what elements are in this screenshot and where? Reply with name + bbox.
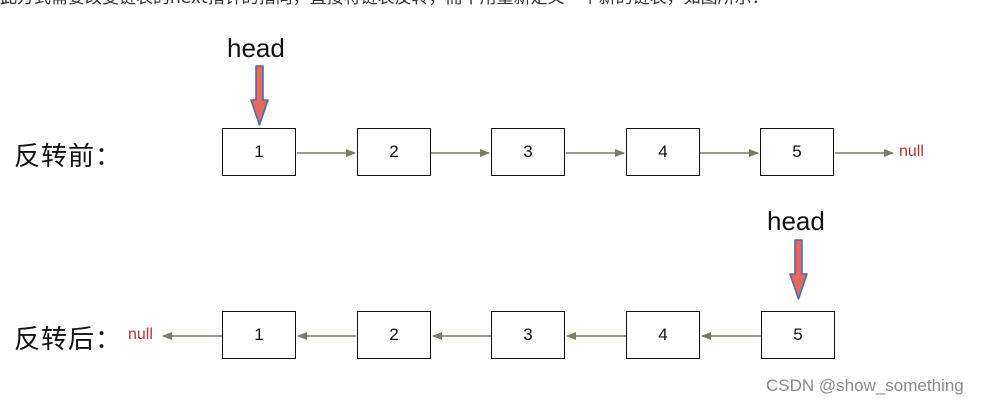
before-node-3: 3 xyxy=(491,128,565,176)
intro-text: 此方式需要改变链表的next指针的指向，直接将链表反转，而不用重新定义一个新的链… xyxy=(0,0,1003,8)
before-node-4: 4 xyxy=(626,128,700,176)
before-label: 反转前： xyxy=(14,142,123,172)
after-null-label: null xyxy=(128,326,153,343)
before-node-1: 1 xyxy=(222,128,296,176)
before-node-5: 5 xyxy=(760,128,834,176)
before-null-label: null xyxy=(899,143,924,160)
before-node-2: 2 xyxy=(357,128,431,176)
head-label-after: head xyxy=(767,206,825,236)
after-node-4: 4 xyxy=(626,311,700,359)
after-label: 反转后： xyxy=(14,325,123,355)
after-node-5: 5 xyxy=(761,311,835,359)
after-node-3: 3 xyxy=(491,311,565,359)
after-node-1: 1 xyxy=(222,311,296,359)
head-arrow-before xyxy=(250,65,269,126)
head-label-before: head xyxy=(227,33,285,63)
head-arrow-after xyxy=(789,239,808,300)
watermark: CSDN @show_something xyxy=(766,376,964,395)
after-node-2: 2 xyxy=(357,311,431,359)
